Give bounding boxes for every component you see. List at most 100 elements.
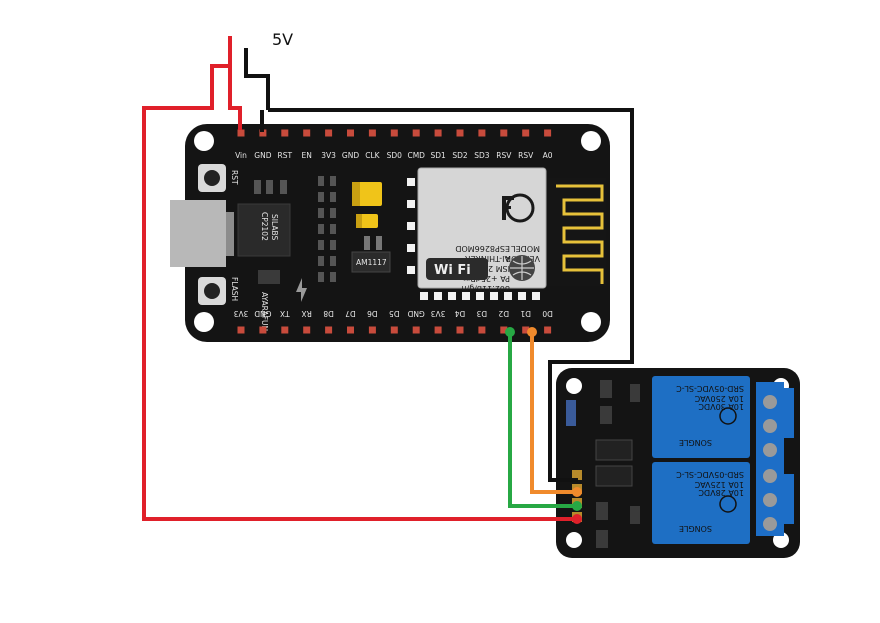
antenna-area xyxy=(548,178,606,286)
usb-chip-line: CP2102 xyxy=(260,212,269,241)
header-pin xyxy=(368,326,376,334)
rst-label: RST xyxy=(230,170,239,185)
header-pin xyxy=(456,129,464,137)
mount-hole xyxy=(581,312,601,332)
nodemcu-board: RST FLASH CP2102 SILABS AYARAFUN xyxy=(170,124,610,342)
pin-label: D2 xyxy=(498,309,509,318)
header-pin xyxy=(237,326,245,334)
relay-2: SRD-05VDC-SL-C 10A 125VAC 10A 28VDC SONG… xyxy=(652,462,750,544)
supply-label: 5V xyxy=(272,30,293,49)
header-pin xyxy=(412,326,420,334)
usb-chip xyxy=(237,203,291,257)
module-line: AI-THINKER xyxy=(464,254,510,263)
header-pin xyxy=(259,129,267,137)
header-pin xyxy=(237,129,245,137)
relay-rating: 10A 28VDC xyxy=(698,488,744,497)
pin-label: RX xyxy=(302,309,312,318)
header-pin xyxy=(390,129,398,137)
mount-hole xyxy=(581,131,601,151)
header-pin xyxy=(544,326,552,334)
header-pin xyxy=(500,129,508,137)
pin-label: GND xyxy=(254,151,271,160)
pin-label: 3V3 xyxy=(321,151,336,160)
relay-model: SRD-05VDC-SL-C xyxy=(676,384,744,393)
pin-label: TX xyxy=(280,309,291,318)
pin-label: A0 xyxy=(543,151,553,160)
signal-wire-d2 xyxy=(508,332,576,508)
brand-label: AYARAFUN xyxy=(260,292,269,331)
header-pin xyxy=(500,326,508,334)
header-pin xyxy=(522,129,530,137)
wires xyxy=(142,64,634,524)
pin-label: D7 xyxy=(345,309,356,318)
relay-1: SRD-05VDC-SL-C 10A 250VAC 10A 30VDC SONG… xyxy=(652,376,750,458)
wifi-text: Wi Fi xyxy=(434,263,471,278)
relay-module: SRD-05VDC-SL-C 10A 250VAC 10A 30VDC SONG… xyxy=(556,368,800,558)
relay-rating: 10A 125VAC xyxy=(694,480,744,489)
relay-rating: 10A 250VAC xyxy=(694,394,744,403)
module-line: MODEL xyxy=(511,244,540,253)
pin-label: D6 xyxy=(367,309,378,318)
pin-label: SD2 xyxy=(452,151,468,160)
module-line: ESP8266MOD xyxy=(455,244,510,253)
signal-wire-d1 xyxy=(530,332,576,494)
header-pin xyxy=(347,326,354,334)
fcc-logo xyxy=(502,193,535,223)
pin-label: GND xyxy=(407,309,424,318)
ground-wire xyxy=(268,108,634,482)
header-pin xyxy=(522,326,530,334)
pin-label: RSV xyxy=(518,151,534,160)
relay-brand: SONGLE xyxy=(679,524,712,533)
pin-label: D4 xyxy=(454,309,465,318)
header-pin xyxy=(303,129,311,137)
header-pin xyxy=(544,129,552,137)
pin-label: 3V3 xyxy=(233,309,248,318)
wifi-logo xyxy=(426,258,488,280)
pin-label: 3V3 xyxy=(431,309,446,318)
regulator-label: AM1117 xyxy=(356,258,387,267)
relay-rating: 10A 30VDC xyxy=(698,402,744,411)
pin-label: D1 xyxy=(520,309,531,318)
relay-model: SRD-05VDC-SL-C xyxy=(676,470,744,479)
pin-label: Vin xyxy=(235,151,247,160)
header-pin xyxy=(478,129,486,137)
pin-label: D5 xyxy=(389,309,400,318)
power-wire xyxy=(142,64,575,521)
header-pin xyxy=(390,326,398,334)
header-pin xyxy=(478,326,486,334)
relay-brand: SONGLE xyxy=(679,438,712,447)
header-pin xyxy=(347,129,354,137)
flash-label: FLASH xyxy=(230,277,239,301)
header-pin xyxy=(412,129,420,137)
pin-label: SD3 xyxy=(474,151,490,160)
pin-label: D3 xyxy=(476,309,487,318)
header-pin xyxy=(456,326,464,334)
pin-label: D8 xyxy=(323,309,334,318)
pin-label: GND xyxy=(342,151,359,160)
header-pin xyxy=(434,326,442,334)
usb-port xyxy=(170,200,226,267)
pin-label: SD0 xyxy=(387,151,403,160)
header-pin xyxy=(303,326,311,334)
header-pin xyxy=(325,326,333,334)
pin-label: CLK xyxy=(365,151,380,160)
pin-label: CMD xyxy=(407,151,425,160)
header-pin xyxy=(368,129,376,137)
pin-label: D0 xyxy=(542,309,553,318)
supply-symbol: 5V xyxy=(228,30,293,110)
pin-label: RST xyxy=(278,151,293,160)
usb-chip-line: SILABS xyxy=(270,214,279,240)
header-pin xyxy=(434,129,442,137)
mount-hole xyxy=(194,131,214,151)
antenna-trace xyxy=(556,184,604,284)
header-pin xyxy=(259,326,267,334)
pin-label: GND xyxy=(254,309,271,318)
mount-hole xyxy=(194,312,214,332)
regulator xyxy=(351,251,391,273)
module-line: 802.11b/g/n xyxy=(461,284,510,293)
pin-label: SD1 xyxy=(430,151,446,160)
pin-label: RSV xyxy=(496,151,512,160)
power-wire-vin xyxy=(228,92,242,130)
